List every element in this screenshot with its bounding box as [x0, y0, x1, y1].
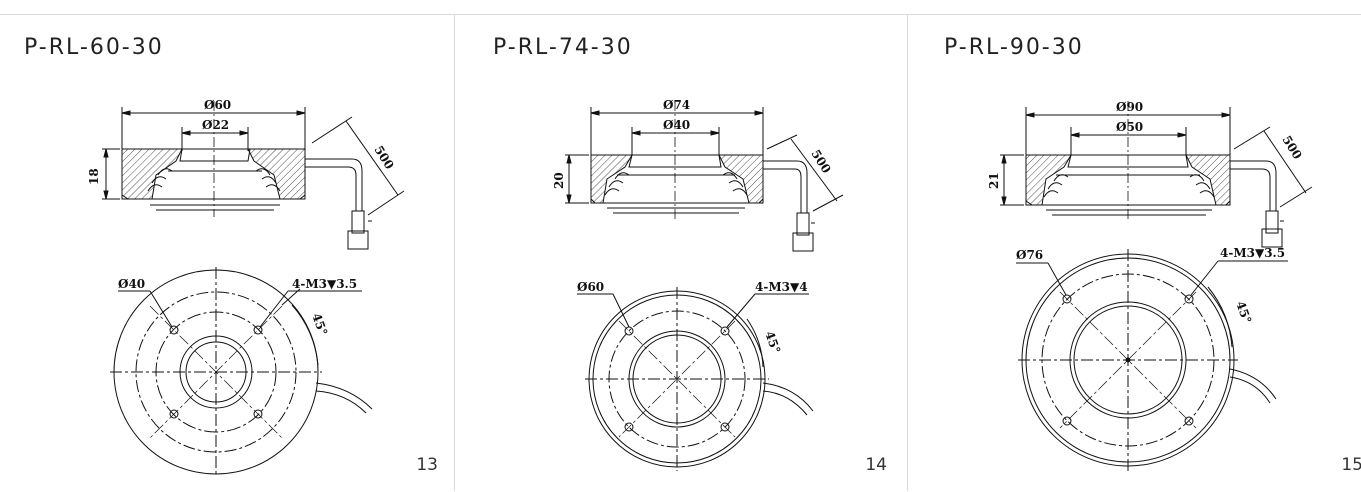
- height-label: 20: [552, 172, 566, 189]
- technical-drawing: Ø60 Ø22 18 500 Ø40 4-M3▼3.5 45°: [87, 98, 405, 477]
- side-view: [565, 101, 844, 252]
- inner-diameter-label: Ø22: [202, 118, 229, 132]
- top-view: [110, 267, 373, 477]
- angle-label: 45°: [762, 329, 783, 355]
- panel-p-rl-74-30: Ø74 Ø40 20 500 Ø60 4-M3▼4 45° P-RL-74-30…: [455, 14, 907, 491]
- page-number: 15: [1341, 455, 1361, 475]
- side-view: [1000, 101, 1313, 248]
- model-title: P-RL-90-30: [944, 35, 1084, 60]
- outer-diameter-label: Ø74: [663, 98, 690, 112]
- side-view: [102, 101, 405, 250]
- panel-divider: [907, 14, 908, 491]
- model-title: P-RL-74-30: [493, 35, 633, 60]
- inner-diameter-label: Ø40: [663, 118, 690, 132]
- hole-spec-label: 4-M3▼3.5: [292, 277, 357, 291]
- cable-length-label: 500: [808, 147, 833, 176]
- bolt-circle-label: Ø76: [1016, 248, 1043, 262]
- hole-spec-label: 4-M3▼3.5: [1220, 246, 1285, 260]
- page-number: 13: [416, 455, 438, 475]
- inner-diameter-label: Ø50: [1116, 120, 1143, 134]
- technical-drawing: Ø74 Ø40 20 500 Ø60 4-M3▼4 45°: [552, 98, 844, 471]
- bolt-circle-label: Ø60: [577, 280, 604, 294]
- panel-p-rl-60-30: Ø60 Ø22 18 500 Ø40 4-M3▼3.5 45° P-RL-60-…: [0, 14, 454, 491]
- page-number: 14: [865, 455, 887, 475]
- angle-label: 45°: [309, 311, 330, 337]
- top-view: [1016, 249, 1288, 471]
- panel-divider: [454, 14, 455, 491]
- height-label: 21: [987, 172, 1001, 189]
- technical-drawing: Ø90 Ø50 21 500 Ø76 4-M3▼3.5 45°: [987, 100, 1313, 471]
- angle-label: 45°: [1233, 299, 1254, 325]
- outer-diameter-label: Ø60: [204, 98, 231, 112]
- cable-length-label: 500: [371, 143, 396, 172]
- top-view: [577, 287, 814, 471]
- height-label: 18: [87, 168, 101, 185]
- model-title: P-RL-60-30: [24, 35, 164, 60]
- panel-p-rl-90-30: Ø90 Ø50 21 500 Ø76 4-M3▼3.5 45° P-RL-90-…: [908, 14, 1361, 491]
- cable-length-label: 500: [1279, 133, 1304, 162]
- bolt-circle-label: Ø40: [118, 277, 145, 291]
- outer-diameter-label: Ø90: [1116, 100, 1143, 114]
- hole-spec-label: 4-M3▼4: [755, 280, 808, 294]
